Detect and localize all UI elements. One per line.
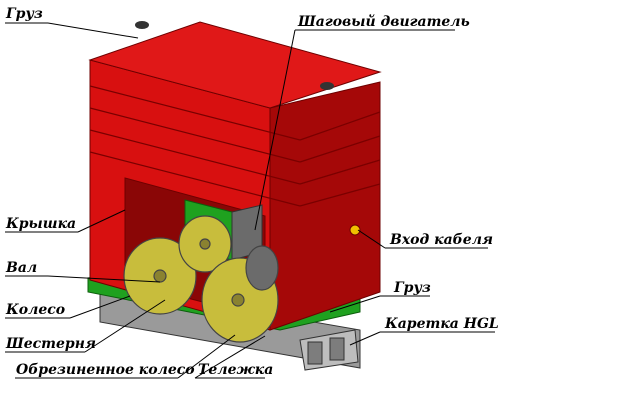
label-wheel: Колесо bbox=[6, 302, 66, 318]
label-gear: Шестерня bbox=[6, 336, 97, 352]
leader-lines bbox=[5, 22, 495, 379]
label-weight-top: Груз bbox=[6, 6, 43, 22]
label-cable-input: Вход кабеля bbox=[390, 232, 494, 248]
label-cover: Крышка bbox=[6, 216, 77, 232]
label-cart: Тележка bbox=[198, 362, 274, 378]
label-hgl-carriage: Каретка HGL bbox=[385, 316, 499, 332]
label-stepper-motor: Шаговый двигатель bbox=[298, 14, 470, 30]
label-rubber-wheel: Обрезиненное колесо bbox=[16, 362, 195, 378]
wheels bbox=[123, 215, 279, 343]
label-shaft: Вал bbox=[6, 260, 38, 276]
label-weight-bottom: Груз bbox=[394, 280, 431, 296]
